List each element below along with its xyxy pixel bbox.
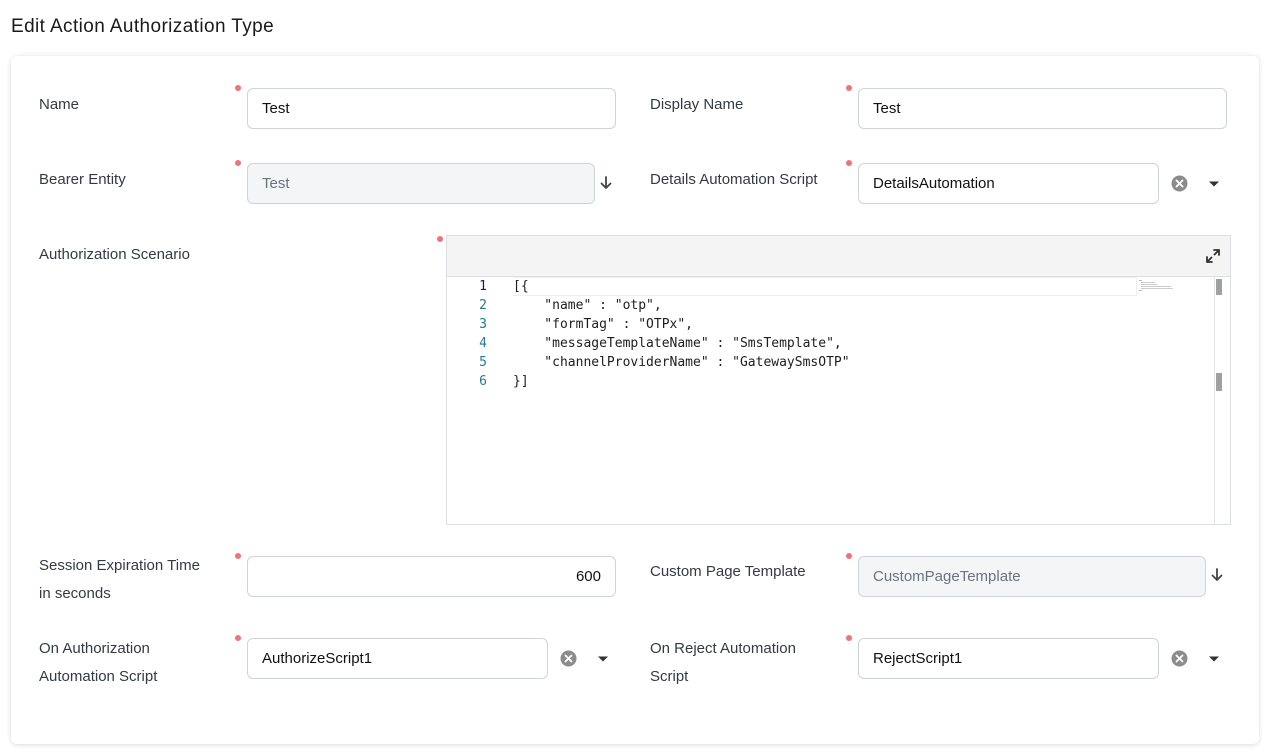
on-reject-script-input[interactable]: RejectScript1 [858, 638, 1159, 679]
editor-scrollbar[interactable] [1214, 277, 1230, 524]
code-line: "name" : "otp", [513, 298, 662, 313]
line-number: 1 [479, 279, 487, 294]
on-authorization-label-line1: On Authorization [39, 640, 150, 657]
code-minimap[interactable] [1137, 279, 1187, 295]
required-indicator [235, 160, 241, 166]
clear-circle-icon[interactable] [560, 650, 577, 667]
code-area[interactable]: 1 2 3 4 5 6 [{ "name" : "otp", "formTag"… [447, 277, 1230, 524]
code-editor[interactable]: 1 2 3 4 5 6 [{ "name" : "otp", "formTag"… [446, 235, 1231, 525]
on-authorization-label-line2: Automation Script [39, 668, 158, 685]
expand-icon[interactable] [1206, 249, 1220, 263]
bearer-entity-input: Test [247, 163, 595, 204]
required-indicator [437, 236, 443, 242]
details-automation-script-input[interactable]: DetailsAutomation [858, 163, 1159, 204]
required-indicator [846, 160, 852, 166]
code-line: "channelProviderName" : "GatewaySmsOTP" [513, 355, 850, 370]
line-number: 2 [479, 298, 487, 313]
line-number: 6 [479, 374, 487, 389]
code-line: "formTag" : "OTPx", [513, 317, 694, 332]
name-input[interactable]: Test [247, 88, 616, 129]
line-number: 4 [479, 336, 487, 351]
name-label: Name [39, 96, 80, 113]
clear-circle-icon[interactable] [1171, 175, 1188, 192]
session-expiration-input[interactable]: 600 [247, 556, 616, 597]
code-line: "messageTemplateName" : "SmsTemplate", [513, 336, 842, 351]
required-indicator [846, 635, 852, 641]
required-indicator [235, 85, 241, 91]
line-number: 5 [479, 355, 487, 370]
on-reject-label-line1: On Reject Automation [650, 640, 796, 657]
custom-page-template-label: Custom Page Template [650, 563, 806, 580]
arrow-down-icon[interactable] [598, 175, 614, 191]
required-indicator [235, 635, 241, 641]
details-automation-script-label: Details Automation Script [650, 171, 818, 188]
on-authorization-script-input[interactable]: AuthorizeScript1 [247, 638, 548, 679]
scrollbar-marker [1216, 373, 1222, 391]
caret-down-icon[interactable] [1208, 180, 1220, 188]
on-reject-label-line2: Script [650, 668, 689, 685]
caret-down-icon[interactable] [1208, 655, 1220, 663]
required-indicator [846, 553, 852, 559]
display-name-label: Display Name [650, 96, 744, 113]
arrow-down-icon[interactable] [1209, 567, 1225, 583]
authorization-scenario-label: Authorization Scenario [39, 246, 190, 263]
display-name-input[interactable]: Test [858, 88, 1227, 129]
current-line-highlight [513, 277, 1137, 296]
bearer-entity-label: Bearer Entity [39, 171, 126, 188]
required-indicator [235, 553, 241, 559]
required-indicator [846, 85, 852, 91]
caret-down-icon[interactable] [597, 655, 609, 663]
editor-toolbar [447, 236, 1230, 277]
code-line: }] [513, 374, 529, 389]
clear-circle-icon[interactable] [1171, 650, 1188, 667]
page-title: Edit Action Authorization Type [11, 16, 275, 37]
session-expiration-label-line1: Session Expiration Time [39, 557, 200, 574]
line-number: 3 [479, 317, 487, 332]
scrollbar-thumb[interactable] [1216, 279, 1222, 295]
code-line: [{ [513, 279, 529, 294]
session-expiration-label-line2: in seconds [39, 585, 111, 602]
custom-page-template-input: CustomPageTemplate [858, 556, 1206, 597]
